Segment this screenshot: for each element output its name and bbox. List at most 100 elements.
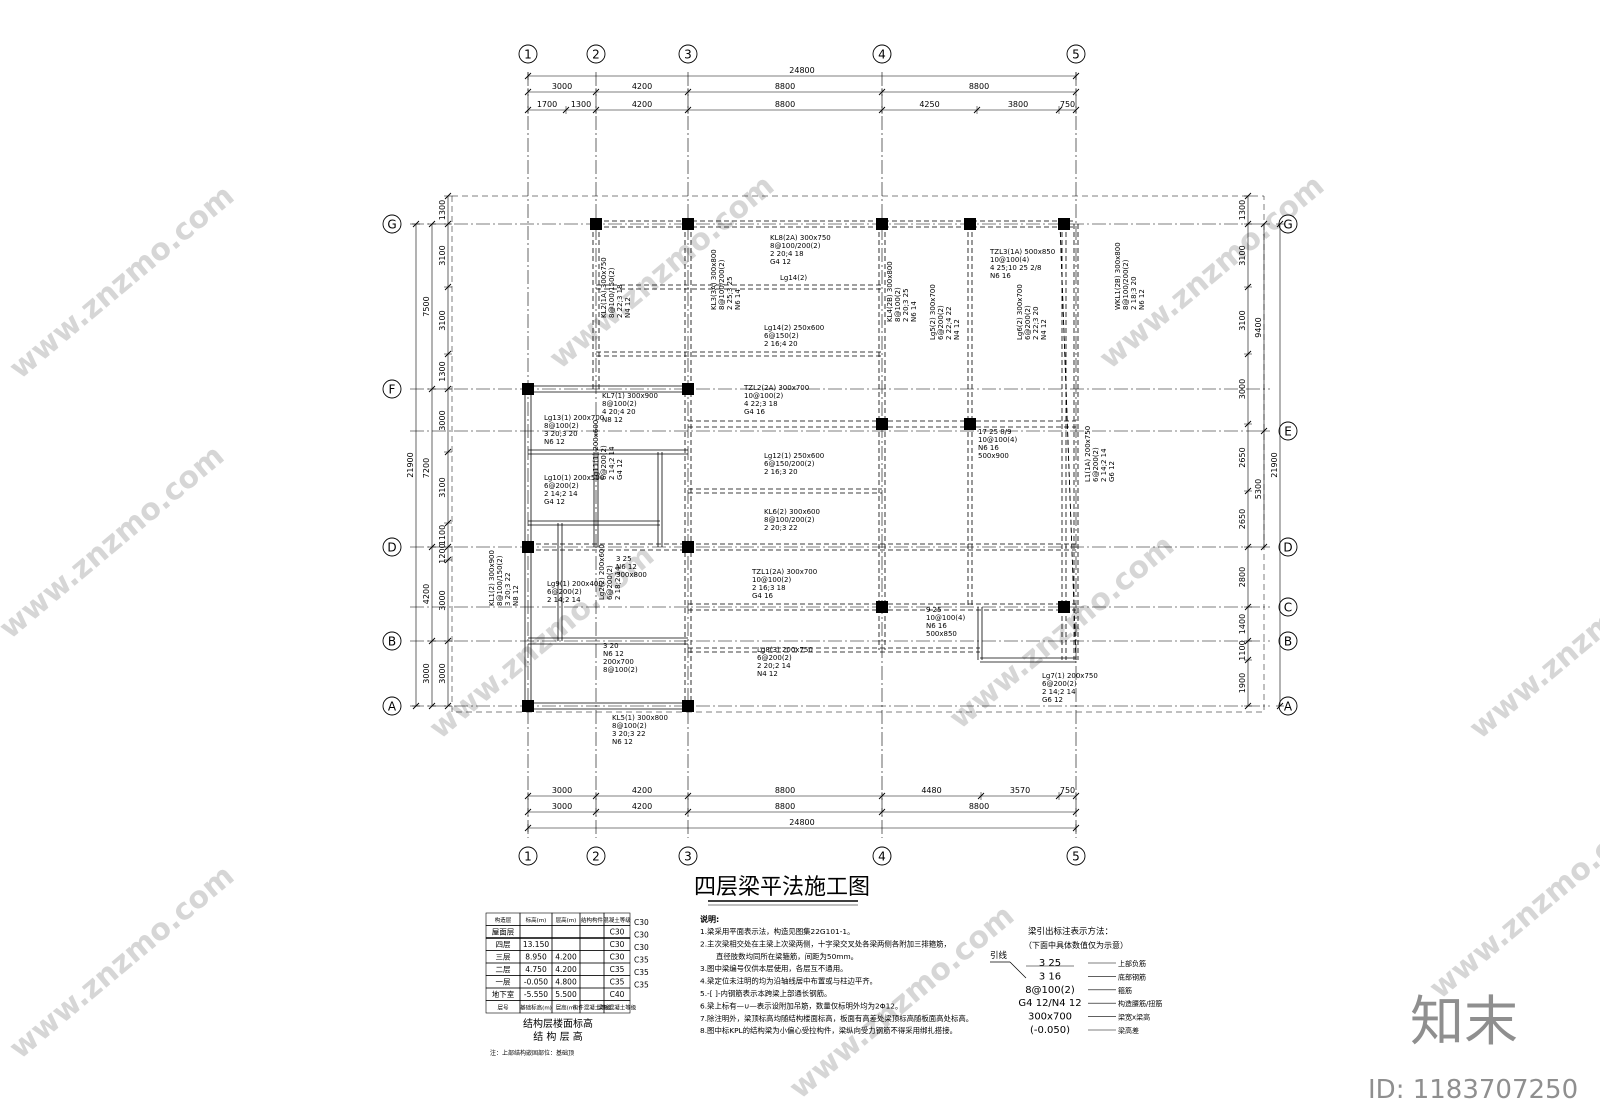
column [1058, 218, 1070, 230]
beam-label-line: N6 14 [910, 301, 918, 322]
side-grade: C30 [634, 943, 649, 952]
level-table-cell: C35 [610, 978, 625, 987]
grid-label: G [1283, 218, 1292, 232]
legend-desc: 梁宽x梁高 [1118, 1013, 1150, 1022]
column [522, 383, 534, 395]
legend-desc: 底部钢筋 [1118, 972, 1146, 981]
level-table-cell: 梁板混凝土等级 [598, 1004, 637, 1012]
level-table-cell: 结构构件 [581, 916, 604, 924]
dim-right-inner: 3100 [1238, 245, 1247, 265]
dim-bottom-row1: 750 [1060, 786, 1075, 795]
beam-label-line: KL1(2) 300x900 [488, 550, 496, 606]
legend-value: 3 25 [1039, 958, 1061, 969]
dim-bottom-row1: 3570 [1010, 786, 1030, 795]
dim-left-inner: 3100 [438, 477, 447, 497]
beam-label-line: Lg14(2) 250x600 [764, 324, 824, 332]
beam-label-line: G4 12 [770, 258, 791, 266]
beam-label-line: 2 22;3 18 [616, 284, 624, 318]
design-notes: 说明:1.梁采用平面表示法，构造见图集22G101-1。2.主次梁相交处在主梁上… [700, 914, 973, 1035]
level-table-cell: 4.800 [555, 978, 577, 987]
beam-label-line: 6@200(2) [1092, 447, 1100, 482]
dim-left-inner: 1200 [438, 543, 447, 563]
grid-label: 3 [684, 48, 692, 62]
beam-label-line: 2 14;2 14 [1100, 448, 1108, 482]
beam-label-line: N4 12 [757, 670, 778, 678]
beam-label-line: 2 22;4 22 [945, 306, 953, 340]
beam-label-line: N6 16 [926, 622, 947, 630]
legend-value: G4 12/N4 12 [1018, 998, 1081, 1009]
beam-label-line: Lg8(3) 200x750 [757, 646, 813, 654]
dim-top-row1: 8800 [969, 82, 989, 91]
beam-label-line: 6@200(2) [606, 565, 614, 600]
watermark-text: www.znzmo.com [0, 438, 231, 646]
note-line: 3.图中梁编号仅供本层使用，各层互不通用。 [700, 964, 847, 973]
level-table-cell: C30 [610, 940, 625, 949]
beam-label-line: 8@100/150(2) [608, 267, 616, 318]
dim-right-outer: 9400 [1254, 317, 1263, 337]
note-line: 7.除注明外，梁顶标高均随结构楼面标高，板面有高差处梁顶标高随板面高处标高。 [700, 1014, 973, 1023]
dim-right-outer: 5300 [1254, 479, 1263, 499]
dim-left-inner: 3100 [438, 310, 447, 330]
grid-label: 3 [684, 850, 692, 864]
grid-label: D [387, 541, 396, 555]
beam-label-line: N6 16 [990, 272, 1011, 280]
beam-label-line: N4 12 [624, 297, 632, 318]
beam-label-line: G4 12 [544, 498, 565, 506]
grid-bubble [586, 44, 606, 64]
beam-label-line: G6 12 [1108, 461, 1116, 482]
grid-label: A [1284, 700, 1293, 714]
beam-label-line: 6@200(2) [600, 445, 608, 480]
beam-label-line: Lg6(2) 300x700 [1016, 284, 1024, 340]
grid-label: 2 [592, 850, 600, 864]
notes-heading: 说明: [700, 914, 719, 924]
grid-bubble [1278, 631, 1298, 651]
dim-bottom-row1: 4480 [921, 786, 941, 795]
legend-value: 8@100(2) [1025, 985, 1075, 996]
column [522, 541, 534, 553]
dim-right-inner: 2650 [1238, 447, 1247, 467]
dim-left-inner: 3000 [438, 410, 447, 430]
dim-bottom-row2: 3000 [552, 802, 572, 811]
beam-label-line: N6 12 [616, 563, 637, 571]
grid-bubble [382, 214, 402, 234]
dim-bottom-row2: 8800 [775, 802, 795, 811]
grid-bubble [872, 44, 892, 64]
drawing-id: ID: 1183707250 [1368, 1075, 1578, 1105]
dim-bottom-row2: 8800 [969, 802, 989, 811]
beam-label-line: L1(1A) 200x750 [1084, 426, 1092, 482]
dim-top-row1: 8800 [775, 82, 795, 91]
side-grade: C35 [634, 956, 649, 965]
beam-label-line: Lg2(2) 200x600 [598, 544, 606, 600]
beam-label-line: Lg14(2) [780, 274, 807, 282]
level-table-cell: 层高(m) [556, 1004, 577, 1012]
beam-label-line: 2 14;2 14 [547, 596, 581, 604]
beam-label-line: 500x900 [978, 452, 1009, 460]
dim-left-inner: 1100 [438, 525, 447, 545]
dim-left-inner: 3000 [438, 590, 447, 610]
beam-label-line: 2 14;2 14 [608, 446, 616, 480]
dim-bottom-row1: 8800 [775, 786, 795, 795]
beam-label-line: KL7(1) 300x900 [602, 392, 658, 400]
dim-top-row2: 750 [1060, 100, 1075, 109]
grid-label: 4 [878, 48, 886, 62]
beam-label-line: 2 16;3 18 [752, 584, 786, 592]
grid-bubble [1278, 537, 1298, 557]
beam-label-line: 8@100(2) [544, 422, 579, 430]
note-line: 6.梁上标有—∪—表示设附加吊筋，数量仅标明外均为2Φ12。 [700, 1001, 902, 1010]
dim-right-inner: 1900 [1238, 673, 1247, 693]
legend-heading: 梁引出标注表示方法： [1028, 926, 1113, 937]
beam-label-line: N6 16 [978, 444, 999, 452]
beam-line [1059, 223, 1077, 661]
beam-label-line: N4 12 [1040, 319, 1048, 340]
column [682, 218, 694, 230]
